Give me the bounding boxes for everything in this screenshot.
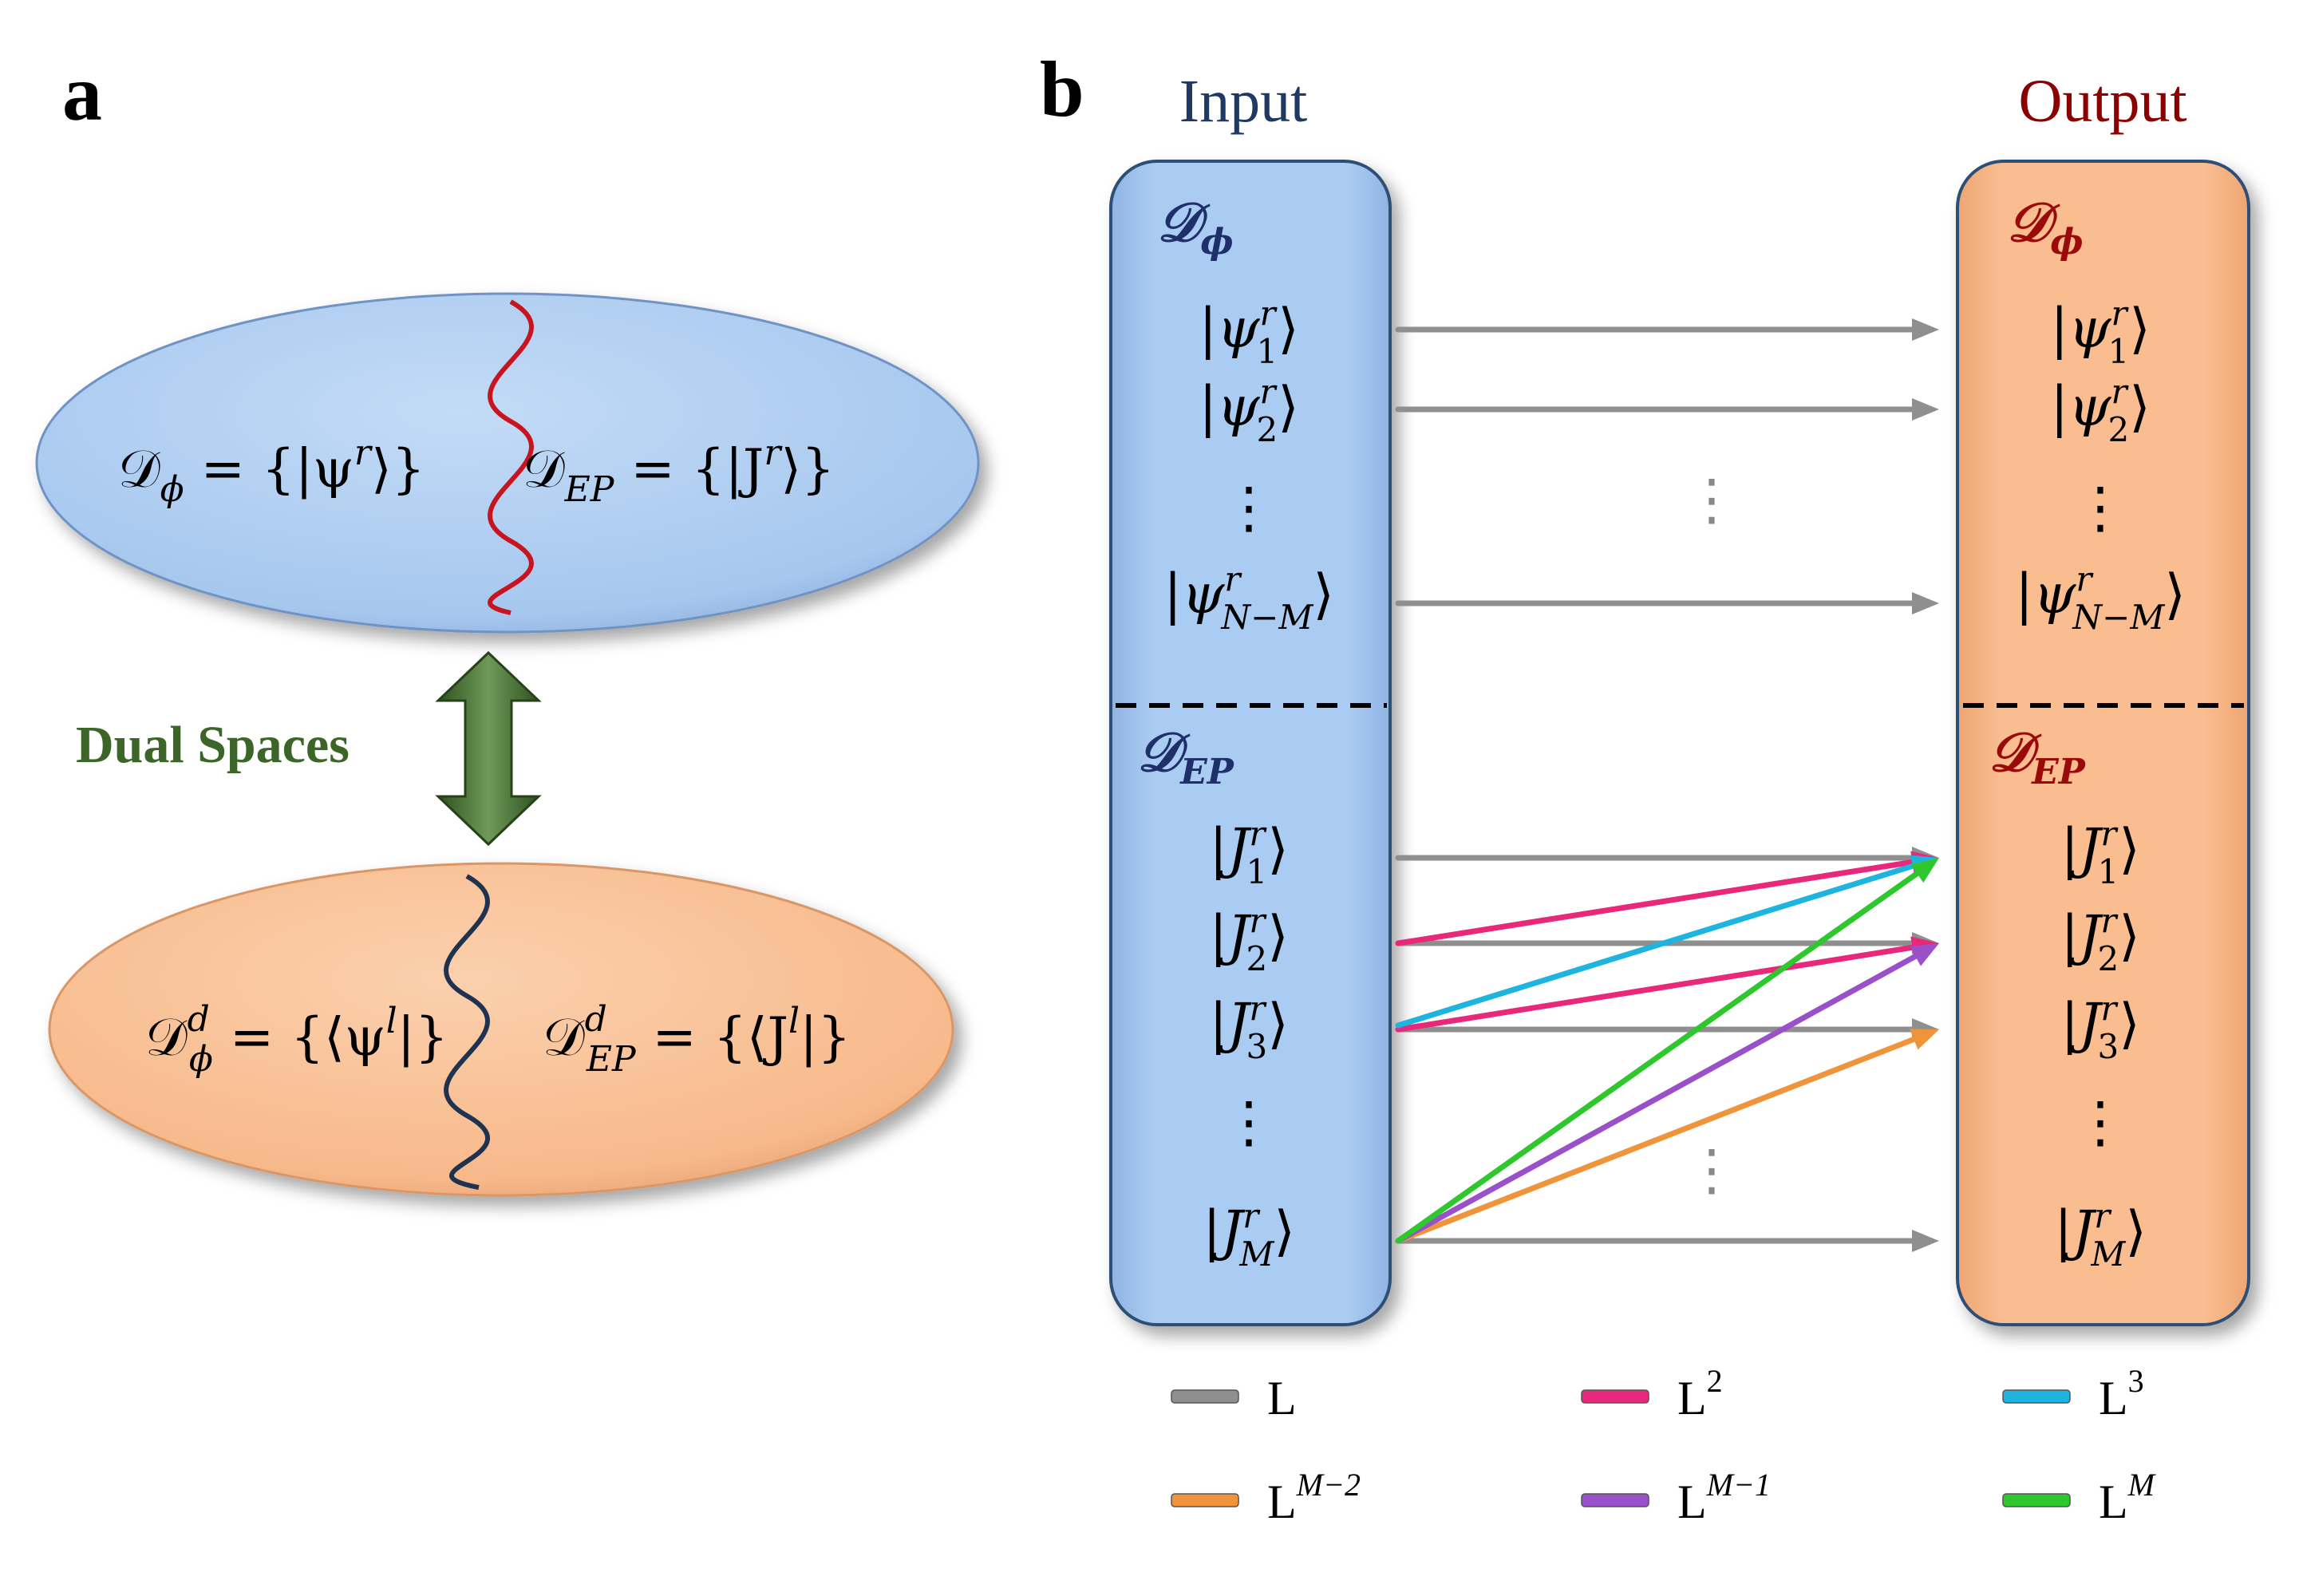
arrow-L-ep-4 bbox=[1395, 1230, 1939, 1252]
legend-label-6: LM bbox=[2099, 1467, 2157, 1528]
legend-item-2: L2 bbox=[1581, 1363, 1723, 1424]
arrow-L-phi-2 bbox=[1395, 398, 1939, 421]
arrow-LM bbox=[1395, 858, 1939, 1244]
top-right-set-text: 𝒟EP = {|Jr⟩} bbox=[523, 433, 835, 510]
input-box bbox=[1109, 160, 1392, 1326]
legend-item-1: L bbox=[1171, 1372, 1297, 1424]
legend-label-1: L bbox=[1267, 1372, 1297, 1424]
arrow-L-ep-1 bbox=[1395, 847, 1939, 869]
legend-label-2: L2 bbox=[1677, 1363, 1723, 1424]
vdots-3: ⋮ bbox=[1684, 467, 1740, 532]
vdots-6: ⋮ bbox=[1684, 1137, 1740, 1203]
legend-label-4: LM−2 bbox=[1267, 1467, 1361, 1528]
legend-item-4: LM−2 bbox=[1171, 1467, 1361, 1528]
arrow-L-ep-3 bbox=[1395, 1018, 1939, 1041]
panel-b-label: b bbox=[1040, 45, 1084, 133]
legend-label-3: L3 bbox=[2099, 1363, 2144, 1424]
top-wave-divider bbox=[488, 299, 534, 615]
legend-label-5: LM−1 bbox=[1677, 1467, 1771, 1528]
output-title: Output bbox=[2018, 68, 2186, 135]
vdots-4: ⋮ bbox=[1221, 1089, 1277, 1155]
arrow-L2-b bbox=[1395, 936, 1939, 1033]
output-ep-header: 𝒟EP bbox=[1989, 721, 2087, 792]
bottom-wave-divider bbox=[444, 874, 491, 1190]
legend-item-3: L3 bbox=[2002, 1363, 2144, 1424]
vertical-dots: ⋮ ⋮ ⋮ ⋮ ⋮ ⋮ bbox=[1221, 467, 2128, 1203]
mapping-arrows bbox=[1395, 318, 1939, 1252]
vdots-5: ⋮ bbox=[2072, 1089, 2128, 1155]
arrow-L-phi-1 bbox=[1395, 318, 1939, 341]
panel-a-label: a bbox=[62, 49, 102, 137]
output-box bbox=[1956, 160, 2250, 1326]
legend-item-5: LM−1 bbox=[1581, 1467, 1771, 1528]
arrow-L-phi-3 bbox=[1395, 592, 1939, 614]
bottom-ellipse-dual-space bbox=[48, 862, 954, 1197]
arrow-LM-2 bbox=[1395, 1029, 1939, 1244]
vdots-1: ⋮ bbox=[1221, 475, 1277, 540]
double-arrow-icon bbox=[435, 650, 542, 847]
top-ellipse-d-space bbox=[35, 292, 980, 634]
top-left-set-text: 𝒟ϕ = {|ψr⟩} bbox=[118, 433, 425, 510]
dual-spaces-label: Dual Spaces bbox=[76, 716, 350, 774]
input-title: Input bbox=[1179, 68, 1307, 135]
legend-item-6: LM bbox=[2002, 1467, 2157, 1528]
arrow-L3 bbox=[1395, 855, 1939, 1029]
arrow-LM-1 bbox=[1395, 943, 1939, 1244]
arrow-L2-a bbox=[1395, 851, 1939, 946]
vdots-2: ⋮ bbox=[2072, 475, 2128, 540]
